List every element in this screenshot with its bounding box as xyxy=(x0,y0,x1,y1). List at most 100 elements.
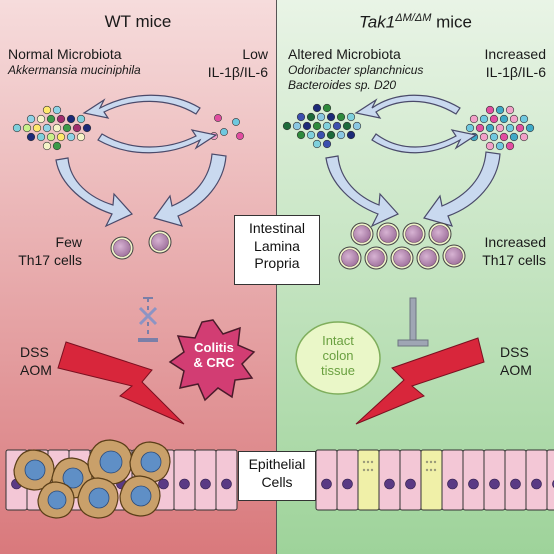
cytokine-dot xyxy=(214,114,222,122)
epithelial-nucleus xyxy=(447,478,458,490)
arrows-to-th17-left xyxy=(55,153,227,228)
microbiota-cytokine-arrows-left xyxy=(82,94,218,154)
intact-line-1: Intact xyxy=(322,333,354,348)
tumor-nucleus xyxy=(99,450,123,474)
goblet-granule xyxy=(429,460,433,464)
bacterium xyxy=(52,123,62,133)
tumor-cells xyxy=(13,439,171,519)
th17-cell-nucleus xyxy=(353,225,371,243)
dss-aom-bolt-left xyxy=(57,341,185,425)
bacterium xyxy=(12,123,22,133)
epithelial-nucleus xyxy=(179,478,190,490)
bacterium xyxy=(72,123,82,133)
cytokine-dot xyxy=(495,141,505,151)
bacterium xyxy=(36,132,46,142)
cytokine-dot xyxy=(495,123,505,133)
epithelial-nucleus xyxy=(342,478,353,490)
bacterium xyxy=(282,121,292,131)
goblet-cell xyxy=(420,449,443,511)
bacterium xyxy=(22,123,32,133)
cytokine-dot xyxy=(485,123,495,133)
bacterium xyxy=(296,130,306,140)
cytokine-dot xyxy=(505,105,515,115)
aom-label-right: AOM xyxy=(500,362,532,378)
tumor-nucleus xyxy=(47,490,67,510)
cytokine-dot xyxy=(509,114,519,124)
low-label: Low xyxy=(242,46,268,62)
bacterium xyxy=(46,114,56,124)
colitis-line-1: Colitis xyxy=(194,340,234,355)
epithelial-nucleus xyxy=(158,478,169,490)
cytokine-dot xyxy=(465,123,475,133)
bacterium xyxy=(346,112,356,122)
cytokine-dot xyxy=(519,114,529,124)
intact-colon-label: Intact colon tissue xyxy=(298,333,378,379)
epithelial-nucleus xyxy=(468,478,479,490)
cytokine-dot xyxy=(485,141,495,151)
dss-aom-bolt-right xyxy=(355,337,485,425)
inhibition-symbol xyxy=(397,297,429,347)
goblet-granule xyxy=(366,460,370,464)
few-th17-cells xyxy=(110,230,172,260)
altered-microbiota-label: Altered Microbiota xyxy=(288,46,401,62)
bacterium xyxy=(46,132,56,142)
tumor-nucleus xyxy=(140,451,162,473)
th17-cell-nucleus xyxy=(405,225,423,243)
goblet-granule xyxy=(370,460,374,464)
lamina-line-3: Propria xyxy=(254,255,300,271)
wt-title: WT mice xyxy=(104,12,172,31)
goblet-granule xyxy=(433,460,437,464)
epithelial-line-2: Cells xyxy=(261,473,293,490)
th17-cell-nucleus xyxy=(419,249,437,267)
bacterium xyxy=(312,139,322,149)
bacterium xyxy=(336,112,346,122)
bacterium xyxy=(292,121,302,131)
th17-cell-nucleus xyxy=(151,233,169,251)
normal-microbiota-label: Normal Microbiota xyxy=(8,46,122,62)
cytokine-dot xyxy=(525,123,535,133)
goblet-granule xyxy=(429,468,433,472)
microbiota-cytokine-arrows-right xyxy=(354,94,478,154)
epithelial-cell xyxy=(546,449,554,511)
cytokine-dot xyxy=(236,132,244,140)
cytokine-dot xyxy=(479,132,489,142)
th17-cell-nucleus xyxy=(393,249,411,267)
bacterium xyxy=(296,112,306,122)
cytokine-dot xyxy=(489,114,499,124)
dss-label-left: DSS xyxy=(20,344,49,360)
bacterium xyxy=(322,139,332,149)
epithelial-nucleus xyxy=(200,478,211,490)
epithelial-nucleus xyxy=(321,478,332,490)
bacterium xyxy=(66,114,76,124)
colitis-label: Colitis & CRC xyxy=(176,340,252,371)
lamina-line-1: Intestinal xyxy=(248,220,306,236)
increased-th17-cells xyxy=(338,222,466,270)
bacterium xyxy=(306,130,316,140)
epithelium-right xyxy=(315,449,554,511)
tak1-title: Tak1ΔM/ΔM mice xyxy=(277,12,554,32)
bacterium xyxy=(42,141,52,151)
few-th17-label: Th17 cells xyxy=(18,252,82,268)
bacterium xyxy=(32,123,42,133)
bacterium xyxy=(66,132,76,142)
epithelial-nucleus xyxy=(405,478,416,490)
tak1-title-superscript: ΔM/ΔM xyxy=(395,12,432,24)
epithelial-nucleus xyxy=(510,478,521,490)
bacterium xyxy=(332,121,342,131)
th17-cell-nucleus xyxy=(341,249,359,267)
lamina-propria-box: Intestinal Lamina Propria xyxy=(234,215,320,285)
increased-label: Increased xyxy=(484,46,546,62)
cytokine-dot xyxy=(505,123,515,133)
tumor-nucleus xyxy=(24,459,46,481)
bacterium xyxy=(352,121,362,131)
low-cytokine-label: IL-1β/IL-6 xyxy=(207,64,268,80)
bacterium xyxy=(26,114,36,124)
cytokine-dot xyxy=(515,123,525,133)
cytokine-dot xyxy=(220,128,228,136)
increased-cytokine-label: IL-1β/IL-6 xyxy=(485,64,546,80)
goblet-granule xyxy=(370,468,374,472)
cytokine-dot xyxy=(475,123,485,133)
bacterium xyxy=(76,114,86,124)
